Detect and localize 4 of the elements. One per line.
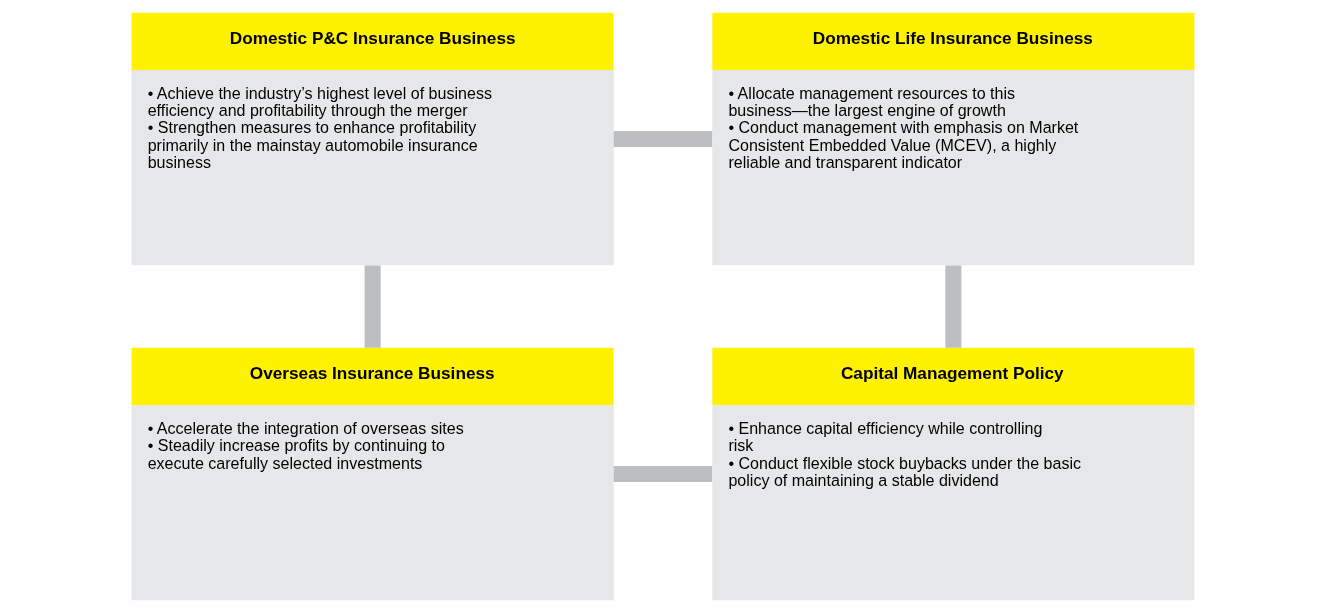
connector — [613, 130, 712, 147]
connector — [613, 466, 712, 483]
connector — [364, 265, 381, 348]
connector — [944, 265, 961, 348]
